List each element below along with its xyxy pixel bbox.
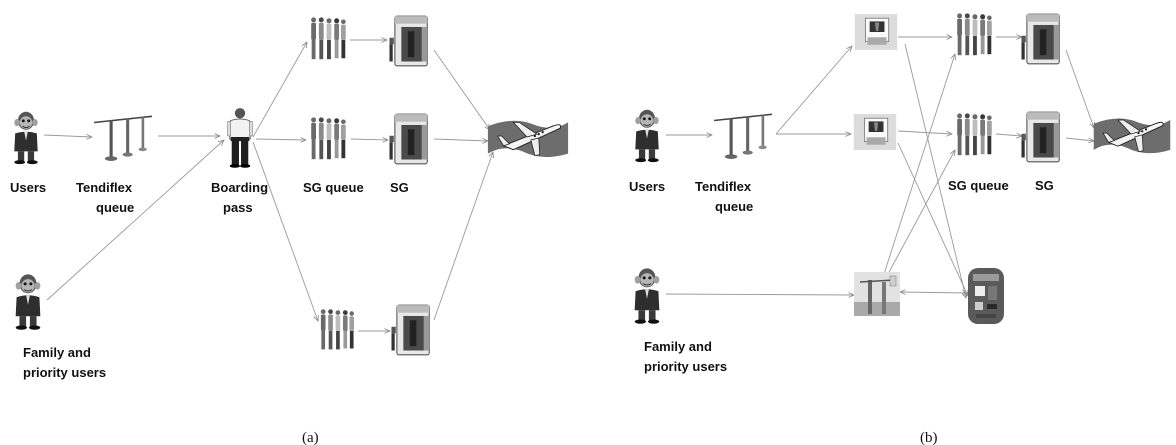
user-icon (13, 111, 39, 165)
boarding-pass-kiosk-top-icon (854, 14, 898, 50)
sg-queue-mid-icon (311, 117, 346, 160)
edge-b-turnstile-to-queue-top (883, 54, 955, 275)
security-gate-top-icon (388, 15, 428, 67)
edge-users-to-tendiflex (43, 135, 92, 137)
label-sg-queue: SG queue (948, 178, 1009, 193)
label-family-line2: priority users (23, 365, 106, 380)
label-family-line1: Family and (23, 345, 91, 360)
security-gate-top-icon (1020, 13, 1060, 65)
edge-b-tendiflex-to-kiosk-top (775, 46, 852, 135)
sg-queue-top-icon (311, 17, 346, 60)
edge-b-sg-mid-to-plane (1065, 138, 1094, 141)
panel-b-edges (665, 37, 1094, 298)
tendiflex-queue-icon (713, 113, 773, 160)
edge-b-turnstile-reader (900, 292, 968, 293)
card-reader-icon (968, 268, 1004, 324)
edge-b-turnstile-to-queue-mid (887, 150, 955, 275)
edge-b-kiosk-top-to-reader (904, 43, 966, 298)
panel-b: Users Tendiflex queue SG queue SG Family… (629, 13, 1171, 445)
edge-b-queue-to-sg-mid (995, 134, 1022, 136)
label-tendiflex-line2: queue (715, 199, 753, 214)
sg-queue-mid-icon (957, 113, 992, 156)
edge-b-kiosk-mid-to-reader (897, 142, 968, 296)
airplane-icon (1093, 118, 1171, 154)
edge-boarding-to-queue-mid (255, 139, 306, 140)
user-icon (634, 109, 660, 163)
family-user-icon (634, 267, 660, 324)
label-sg: SG (1035, 178, 1054, 193)
edge-b-family-to-turnstile (665, 294, 854, 295)
label-family-line1: Family and (644, 339, 712, 354)
turnstile-icon (854, 272, 900, 316)
edge-b-kiosk-mid-to-queue-mid (897, 130, 952, 134)
label-tendiflex-line2: queue (96, 200, 134, 215)
edge-sg-mid-to-plane (433, 139, 488, 141)
edge-family-to-boarding (46, 140, 224, 301)
label-boarding-line2: pass (223, 200, 253, 215)
family-user-icon (15, 273, 41, 330)
security-gate-mid-icon (388, 113, 428, 165)
label-tendiflex-line1: Tendiflex (695, 179, 752, 194)
edge-queue-to-sg-mid (350, 139, 388, 140)
label-family-line2: priority users (644, 359, 727, 374)
edge-b-sg-top-to-plane (1065, 49, 1094, 128)
label-sg: SG (390, 180, 409, 195)
security-gate-mid-icon (1020, 111, 1060, 163)
caption-a: (a) (302, 430, 319, 445)
tendiflex-queue-icon (93, 115, 153, 162)
boarding-pass-kiosk-mid-icon (853, 114, 897, 150)
label-users: Users (629, 179, 665, 194)
airplane-icon (487, 120, 569, 158)
sg-queue-top-icon (957, 13, 992, 56)
label-tendiflex-line1: Tendiflex (76, 180, 133, 195)
label-boarding-line1: Boarding (211, 180, 268, 195)
edge-sg-top-to-plane (433, 49, 490, 130)
caption-b: (b) (920, 430, 938, 445)
label-users: Users (10, 180, 46, 195)
security-officer-icon (227, 107, 253, 168)
label-sg-queue: SG queue (303, 180, 364, 195)
edge-boarding-to-queue-top (252, 42, 307, 138)
panel-a-edges (43, 40, 493, 331)
edge-sg-bottom-to-plane (433, 152, 493, 321)
security-gate-bottom-icon (390, 304, 430, 356)
edge-boarding-to-queue-bottom (252, 141, 318, 321)
sg-queue-bottom-icon (320, 309, 355, 350)
panel-a: Users Tendiflex queue Boarding pass SG q… (10, 15, 569, 445)
